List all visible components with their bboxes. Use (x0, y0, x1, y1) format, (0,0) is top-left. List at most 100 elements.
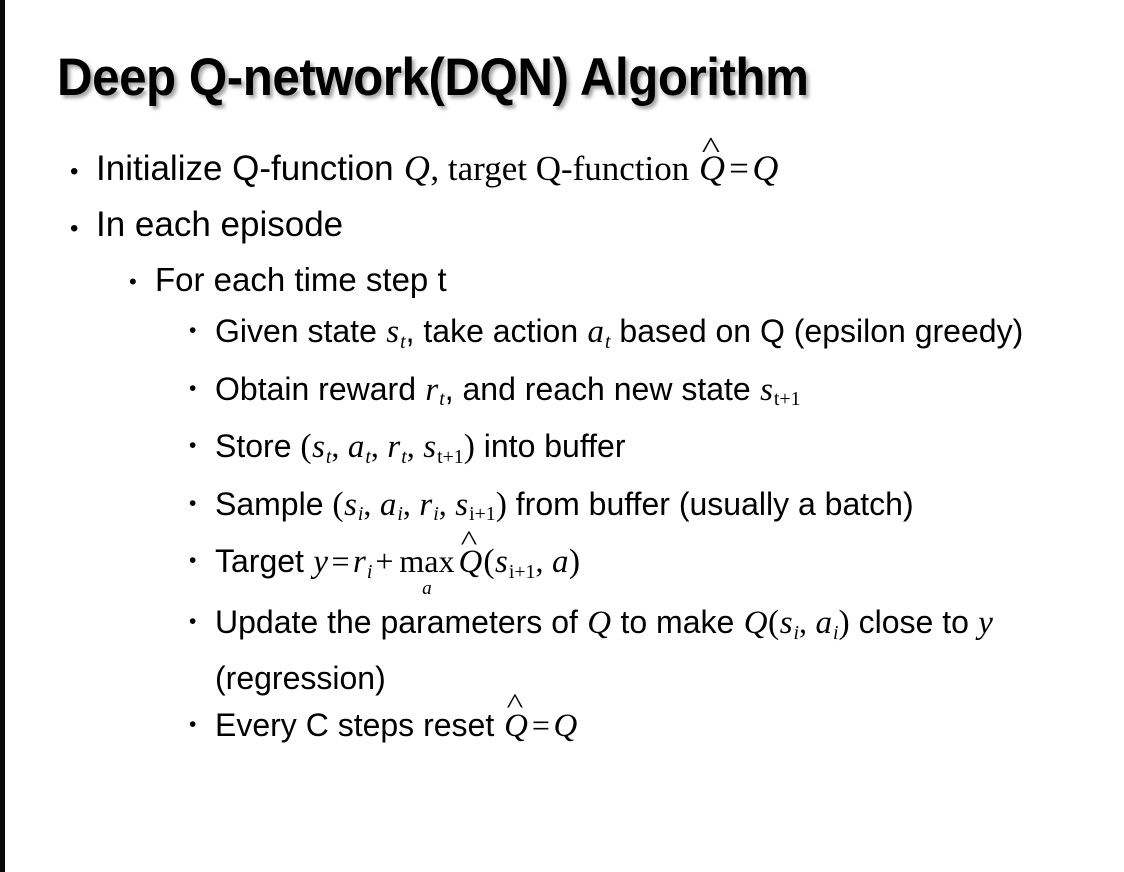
math-variable-q: Q (504, 707, 528, 744)
bullet-list: • Initialize Q-function Q, target Q-func… (0, 132, 1124, 751)
list-item-text: Sample (si, ai, ri, si+1) from buffer (u… (215, 482, 1124, 538)
slide-left-edge-stripe (0, 0, 5, 872)
math-subscript-text: i+1 (469, 503, 496, 526)
math-variable-r: r (353, 544, 366, 581)
math-subscript: i (366, 560, 373, 583)
math-paren-open: ( (332, 485, 344, 523)
math-subscript-text: t+1 (437, 445, 464, 468)
math-subscript: t (401, 445, 407, 468)
list-item-obtain-reward: • Obtain reward rt, and reach new state … (0, 367, 1124, 423)
math-variable-a: a (551, 544, 569, 581)
math-operator-equals: = (729, 149, 749, 188)
math-subscript-text: t+1 (773, 388, 801, 411)
list-item-store-into-buffer: • Store (st, at, rt, st+1) into buffer (0, 424, 1124, 480)
text-segment: Obtain reward (215, 370, 425, 407)
list-item-for-each-time-step: • For each time step t (0, 259, 1124, 301)
text-segment: Store (215, 428, 301, 465)
text-segment: Given state (215, 313, 386, 349)
math-comma: , (438, 485, 455, 522)
math-subscript: t+1 (437, 446, 464, 468)
math-subscript: i (433, 503, 439, 526)
math-variable-s: s (779, 605, 793, 642)
math-operator-equals: = (331, 543, 350, 580)
math-variable-a: a (587, 314, 605, 350)
math-variable-r: r (425, 371, 439, 408)
math-comma: , (363, 485, 380, 522)
math-comma: , (370, 428, 387, 465)
list-item-text: Given state st, take action at based on … (215, 309, 1124, 365)
page-title: Deep Q-network(DQN) Algorithm (57, 48, 809, 107)
bullet-marker: • (189, 491, 197, 515)
math-variable-q: Q (403, 148, 430, 188)
math-variable-s: s (423, 429, 437, 466)
math-operator-equals: = (531, 706, 550, 743)
math-subscript: t+1 (773, 388, 801, 411)
math-paren-open: ( (768, 604, 780, 642)
text-segment: based on Q (epsilon greedy) (610, 313, 1024, 349)
bullet-marker: • (129, 269, 137, 294)
math-subscript: t (400, 330, 406, 353)
list-item-in-each-episode: • In each episode (0, 203, 1124, 247)
math-variable-a: a (347, 429, 365, 466)
bullet-marker: • (189, 319, 197, 342)
math-variable-q: Q (743, 605, 768, 642)
math-variable-s: s (455, 486, 469, 523)
math-q-hat: ^Q (698, 132, 726, 190)
math-subscript: i (357, 503, 364, 526)
math-variable-q: Q (458, 544, 483, 581)
math-paren-open: ( (300, 428, 312, 466)
math-variable-q: Q (699, 148, 726, 188)
text-segment: to make (611, 604, 744, 641)
bullet-marker: • (70, 215, 79, 242)
math-subscript: i (793, 621, 800, 644)
math-subscript-text: i+1 (508, 560, 536, 583)
math-paren-open: ( (483, 543, 495, 581)
list-item-sample-from-buffer: • Sample (si, ai, ri, si+1) from buffer … (0, 482, 1124, 538)
math-subscript: i (397, 503, 403, 526)
list-item-text: Update the parameters of Q to make Q(si,… (215, 600, 1124, 701)
bullet-marker: • (189, 376, 197, 400)
text-segment: Update the parameters of (215, 604, 587, 641)
math-variable-a: a (815, 605, 833, 642)
math-variable-q: Q (752, 148, 779, 188)
circumflex-accent: ^ (461, 525, 478, 557)
list-item-text: Store (st, at, rt, st+1) into buffer (215, 424, 1124, 480)
math-variable-s: s (312, 429, 325, 466)
list-item-text: Obtain reward rt, and reach new state st… (215, 367, 1124, 423)
math-paren-close: ) (568, 543, 581, 581)
circumflex-accent: ^ (701, 130, 720, 166)
list-item-update-parameters: • Update the parameters of Q to make Q(s… (0, 600, 1124, 701)
text-segment: from buffer (usually a batch) (506, 485, 914, 522)
math-q-hat: ^Q (458, 527, 484, 585)
math-paren-close: ) (838, 604, 850, 642)
math-comma: , (535, 543, 552, 580)
bullet-marker: • (189, 549, 197, 573)
math-variable-y: y (978, 605, 993, 642)
text-segment: , target Q-function (430, 149, 699, 188)
math-operator-max-label: max (399, 543, 455, 580)
text-segment: into buffer (474, 428, 626, 465)
bullet-marker: • (189, 434, 197, 458)
math-variable-q: Q (553, 707, 578, 744)
text-segment: Initialize Q-function (96, 149, 404, 188)
math-operator-plus: + (375, 543, 394, 580)
math-comma: , (331, 428, 348, 465)
text-segment: , and reach new state (444, 370, 760, 407)
list-item-given-state: • Given state st, take action at based o… (0, 309, 1124, 365)
list-item-text: Initialize Q-function Q, target Q-functi… (96, 132, 1124, 191)
math-operator-max-limit: a (422, 578, 432, 600)
text-segment: Every C steps reset (215, 706, 504, 743)
list-item-text: For each time step t (155, 261, 447, 298)
text-segment: Sample (215, 485, 333, 522)
math-variable-s: s (344, 486, 357, 523)
list-item-initialize: • Initialize Q-function Q, target Q-func… (0, 132, 1124, 191)
text-segment: close to (849, 604, 978, 641)
text-segment: Target (215, 543, 313, 580)
math-subscript: t (439, 388, 445, 411)
math-comma: , (799, 604, 816, 641)
bullet-marker: • (189, 610, 197, 634)
math-variable-s: s (495, 544, 508, 581)
